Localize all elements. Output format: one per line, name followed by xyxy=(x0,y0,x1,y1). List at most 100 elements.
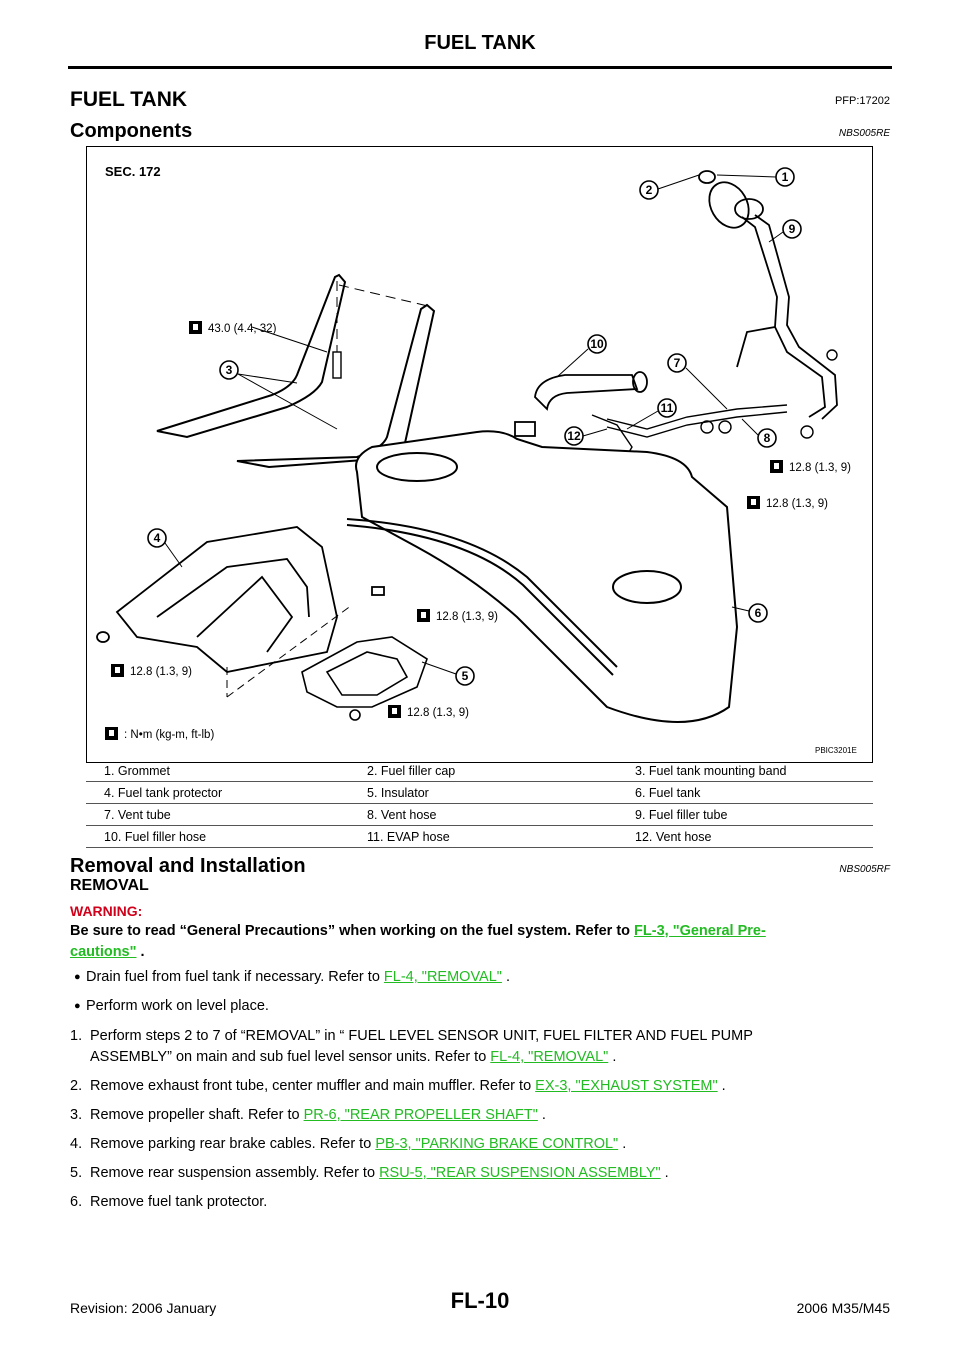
svg-text:10: 10 xyxy=(590,337,604,351)
callout-11: 11 xyxy=(657,398,677,418)
svg-text:6: 6 xyxy=(755,606,762,620)
svg-text:8: 8 xyxy=(764,431,771,445)
callouts: 1 2 3 4 5 6 7 8 9 10 11 12 xyxy=(147,167,802,686)
removal-installation-heading: Removal and Installation xyxy=(70,855,306,877)
svg-text:12.8 (1.3, 9): 12.8 (1.3, 9) xyxy=(436,611,498,623)
footer-page-number: FL-10 xyxy=(450,1288,510,1313)
legend-item: 3. Fuel tank mounting band xyxy=(617,760,873,782)
leader-lines xyxy=(164,174,784,675)
removal-installation-code: NBS005RF xyxy=(839,864,890,875)
fuel-tank-protector xyxy=(96,526,385,698)
svg-text:9: 9 xyxy=(789,222,796,236)
link-fl4-removal[interactable]: FL-4, "REMOVAL" xyxy=(383,969,502,985)
svg-text:12.8 (1.3, 9): 12.8 (1.3, 9) xyxy=(766,498,828,510)
legend-item: 6. Fuel tank xyxy=(617,781,873,804)
step-6: 6. Remove fuel tank protector. xyxy=(70,1194,268,1210)
page-header: FUEL TANK xyxy=(424,32,536,54)
components-figure: SEC. 172 xyxy=(86,146,873,763)
callout-2: 2 xyxy=(639,180,659,200)
step-3: 3. Remove propeller shaft. Refer to PR-6… xyxy=(70,1107,546,1123)
svg-text:2: 2 xyxy=(646,183,653,197)
warning-body: Be sure to read “General Precautions” wh… xyxy=(70,923,630,939)
components-heading: Components xyxy=(70,120,193,142)
link-rsu5-suspension[interactable]: RSU-5, "REAR SUSPENSION ASSEMBLY" xyxy=(379,1165,661,1181)
bullet-icon: ● xyxy=(74,971,81,983)
header-rule xyxy=(68,66,892,69)
svg-text:5: 5 xyxy=(462,669,469,683)
callout-4: 4 xyxy=(147,528,167,548)
svg-text:3: 3 xyxy=(226,363,233,377)
svg-text:12: 12 xyxy=(567,429,581,443)
svg-text:: N•m (kg-m, ft-lb): : N•m (kg-m, ft-lb) xyxy=(124,729,214,741)
svg-text:7: 7 xyxy=(674,356,681,370)
figure-id: PBIC3201E xyxy=(815,746,857,755)
torque-spec-tube-lower: 12.8 (1.3, 9) xyxy=(747,496,828,510)
callout-9: 9 xyxy=(782,219,802,239)
legend-row: 4. Fuel tank protector 5. Insulator 6. F… xyxy=(86,781,873,804)
warning-text: Be sure to read “General Precautions” wh… xyxy=(70,921,892,963)
bullet-level-place: ● Perform work on level place. xyxy=(70,996,892,1017)
torque-spec-43: 43.0 (4.4, 32) xyxy=(189,321,277,335)
callout-8: 8 xyxy=(757,428,777,448)
legend-item: 5. Insulator xyxy=(349,781,617,804)
legend-row: 10. Fuel filler hose 11. EVAP hose 12. V… xyxy=(86,825,873,848)
legend-item: 10. Fuel filler hose xyxy=(86,825,349,848)
step-2: 2. Remove exhaust front tube, center muf… xyxy=(70,1078,726,1094)
step-1: 1. Perform steps 2 to 7 of “REMOVAL” in … xyxy=(70,1028,753,1065)
svg-text:12.8 (1.3, 9): 12.8 (1.3, 9) xyxy=(130,666,192,678)
legend-item: 1. Grommet xyxy=(86,760,349,782)
torque-unit-legend: : N•m (kg-m, ft-lb) xyxy=(105,727,214,741)
step-4: 4. Remove parking rear brake cables. Ref… xyxy=(70,1136,627,1152)
mounting-bands xyxy=(156,273,436,469)
torque-spec-tube-upper: 12.8 (1.3, 9) xyxy=(770,460,851,474)
footer-revision: Revision: 2006 January xyxy=(70,1300,217,1316)
callout-5: 5 xyxy=(455,666,475,686)
sec-label: SEC. 172 xyxy=(105,164,161,179)
callout-6: 6 xyxy=(748,603,768,623)
callout-12: 12 xyxy=(564,426,584,446)
link-pr6-propeller[interactable]: PR-6, "REAR PROPELLER SHAFT" xyxy=(303,1107,538,1123)
torque-spec-bolt: 12.8 (1.3, 9) xyxy=(417,609,498,623)
removal-subheading: REMOVAL xyxy=(70,877,149,894)
link-general-precautions-cont[interactable]: cautions" xyxy=(70,944,137,960)
step-5: 5. Remove rear suspension assembly. Refe… xyxy=(70,1165,669,1181)
legend-item: 4. Fuel tank protector xyxy=(86,781,349,804)
components-code: NBS005RE xyxy=(838,128,890,139)
link-general-precautions[interactable]: FL-3, "General Pre- xyxy=(634,923,766,939)
insulator xyxy=(301,636,428,721)
legend-item: 7. Vent tube xyxy=(86,803,349,826)
legend-item: 2. Fuel filler cap xyxy=(349,760,617,782)
torque-spec-insulator: 12.8 (1.3, 9) xyxy=(388,705,469,719)
svg-text:1: 1 xyxy=(782,170,789,184)
torque-spec-protector: 12.8 (1.3, 9) xyxy=(111,664,192,678)
legend-item: 11. EVAP hose xyxy=(349,825,617,848)
svg-text:12.8 (1.3, 9): 12.8 (1.3, 9) xyxy=(789,462,851,474)
vent-tubes xyxy=(591,349,838,460)
warning-tail: . xyxy=(136,944,145,960)
callout-3: 3 xyxy=(219,360,239,380)
warning-label: WARNING: xyxy=(70,903,143,919)
legend-row: 7. Vent tube 8. Vent hose 9. Fuel filler… xyxy=(86,803,873,826)
svg-text:4: 4 xyxy=(154,531,161,545)
link-pb3-parking-brake[interactable]: PB-3, "PARKING BRAKE CONTROL" xyxy=(375,1136,619,1152)
svg-text:12.8 (1.3, 9): 12.8 (1.3, 9) xyxy=(407,707,469,719)
callout-7: 7 xyxy=(667,353,687,373)
fuel-tank xyxy=(346,430,739,723)
part-code: PFP:17202 xyxy=(834,95,890,107)
legend-item: 8. Vent hose xyxy=(349,803,617,826)
footer-model: 2006 M35/M45 xyxy=(796,1300,890,1316)
bullet-icon: ● xyxy=(74,1000,81,1012)
parts-legend: 1. Grommet 2. Fuel filler cap 3. Fuel ta… xyxy=(86,760,873,848)
section-title: FUEL TANK xyxy=(70,88,188,111)
callout-10: 10 xyxy=(587,334,607,354)
bullet-drain-fuel: ● Drain fuel from fuel tank if necessary… xyxy=(70,967,892,988)
svg-text:43.0 (4.4, 32): 43.0 (4.4, 32) xyxy=(208,323,277,335)
link-ex3-exhaust[interactable]: EX-3, "EXHAUST SYSTEM" xyxy=(535,1078,718,1094)
callout-1: 1 xyxy=(775,167,795,187)
filler-tube-assembly xyxy=(514,170,838,437)
legend-row: 1. Grommet 2. Fuel filler cap 3. Fuel ta… xyxy=(86,760,873,782)
svg-text:11: 11 xyxy=(661,401,674,415)
link-fl4-removal-2[interactable]: FL-4, "REMOVAL" xyxy=(490,1049,609,1065)
legend-item: 9. Fuel filler tube xyxy=(617,803,873,826)
legend-item: 12. Vent hose xyxy=(617,825,873,848)
